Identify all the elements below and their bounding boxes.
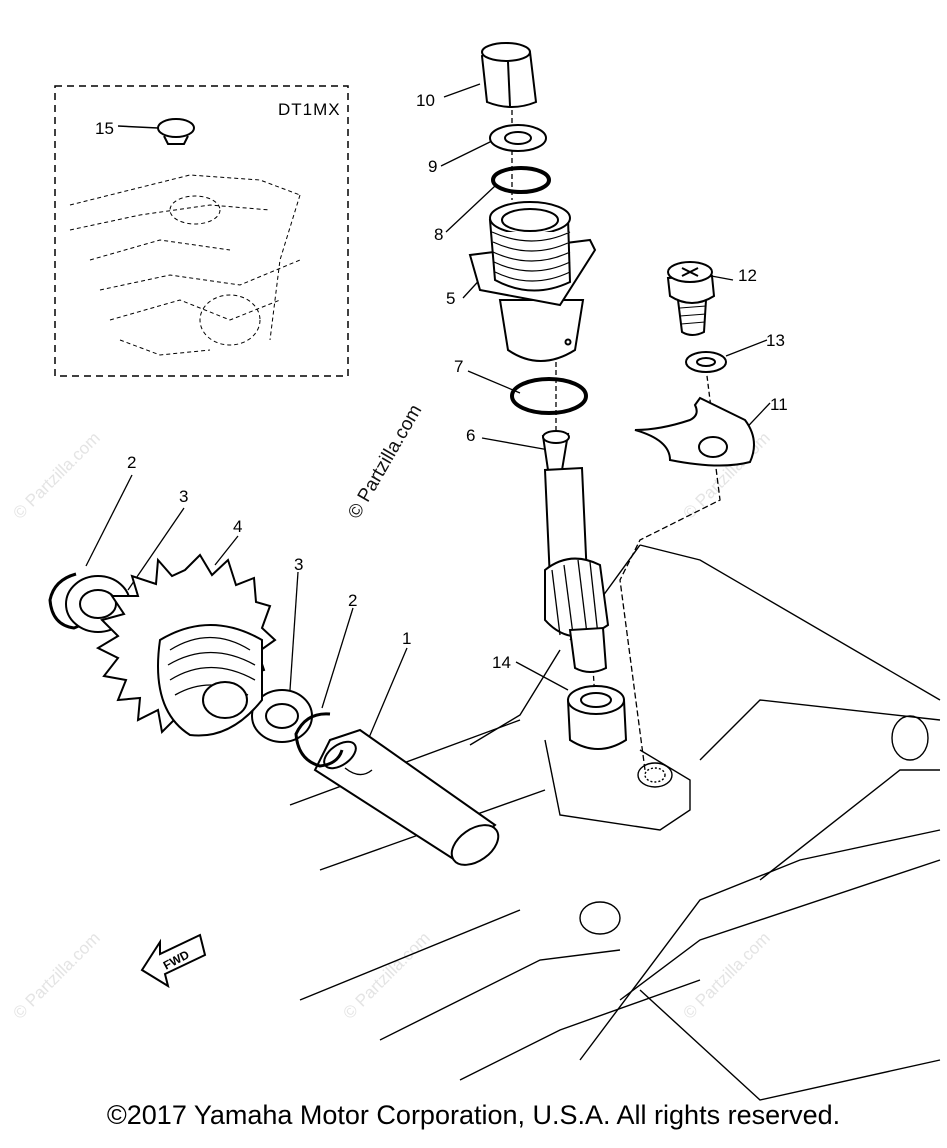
- callout-10: 10: [416, 91, 435, 110]
- background-watermarks: © Partzilla.com © Partzilla.com © Partzi…: [9, 428, 773, 1022]
- callout-5: 5: [446, 289, 455, 308]
- watermark-bottom-mid: © Partzilla.com: [339, 928, 433, 1022]
- part-2-circlip-right: [294, 712, 344, 768]
- watermark-bottom-left: © Partzilla.com: [9, 928, 103, 1022]
- watermark-center: © Partzilla.com: [344, 401, 426, 522]
- callout-2-right: 2: [348, 591, 357, 610]
- callout-9: 9: [428, 157, 437, 176]
- callout-12: 12: [738, 266, 757, 285]
- callout-6: 6: [466, 426, 475, 445]
- callout-7: 7: [454, 357, 463, 376]
- part-12-screw: [666, 261, 716, 336]
- part-13-washer: [685, 351, 727, 373]
- callout-2-left: 2: [127, 453, 136, 472]
- callout-labels: 10 9 8 5 7 6 14 12 13 11 2 3 4 3 2 1: [127, 91, 788, 672]
- watermark-bottom-right: © Partzilla.com: [679, 928, 773, 1022]
- callout-4: 4: [233, 517, 242, 536]
- callout-8: 8: [434, 225, 443, 244]
- inset-title: DT1MX: [278, 100, 341, 119]
- part-11-plate: [634, 396, 755, 467]
- watermark-top-left: © Partzilla.com: [9, 428, 103, 522]
- part-4-gear: [95, 553, 277, 737]
- copyright-notice: ©2017 Yamaha Motor Corporation, U.S.A. A…: [106, 1100, 841, 1130]
- callout-15: 15: [95, 119, 114, 138]
- part-1-shaft: [313, 728, 500, 866]
- part-9-washer: [489, 124, 547, 152]
- part-6-shaft: [541, 430, 610, 673]
- callout-14: 14: [492, 653, 511, 672]
- callout-13: 13: [766, 331, 785, 350]
- part-5-housing: [468, 201, 597, 362]
- plug-15-icon: [157, 118, 195, 138]
- part-14-bushing: [566, 685, 628, 750]
- inset-dt1mx: [54, 85, 349, 377]
- crankcase-housing: [289, 544, 941, 1101]
- callout-3-left: 3: [179, 487, 188, 506]
- part-7-o-ring: [510, 377, 588, 415]
- callout-3-right: 3: [294, 555, 303, 574]
- part-8-o-ring: [491, 166, 551, 194]
- callout-11: 11: [770, 395, 788, 414]
- part-10-sleeve: [480, 42, 538, 108]
- callout-1: 1: [402, 629, 411, 648]
- fwd-arrow-icon: [140, 933, 207, 989]
